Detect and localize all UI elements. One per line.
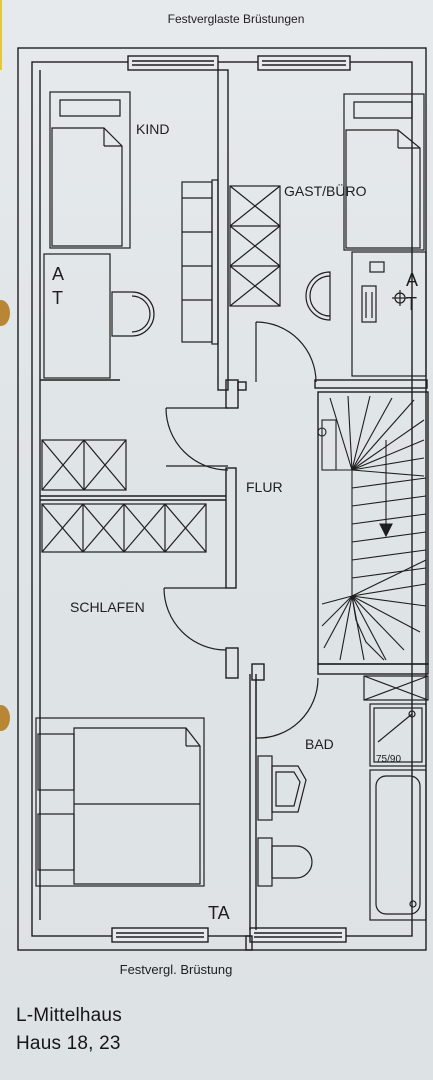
stair-tread <box>351 513 427 525</box>
stair-tread <box>351 399 415 471</box>
staircase <box>317 395 427 661</box>
room-label-bad: BAD <box>305 736 334 752</box>
stair-tread <box>351 595 365 661</box>
stair-newel <box>351 470 385 661</box>
stair-tread <box>351 595 421 633</box>
stair-tread <box>329 397 353 471</box>
stair-tread <box>351 567 427 579</box>
kind-furniture <box>43 91 219 379</box>
stair-tread <box>351 559 427 597</box>
sheet-edge <box>0 0 2 70</box>
marker-kind-t: T <box>52 288 63 308</box>
stair-tread <box>321 595 353 605</box>
punch-hole <box>0 705 10 731</box>
outer-walls <box>17 47 427 951</box>
stair-tread <box>351 469 425 477</box>
stair-tread <box>351 419 425 471</box>
stair-tread <box>351 583 427 597</box>
floor-plan-drawing: Festverglaste Brüstungen KIND GAST/BÜRO … <box>17 12 429 977</box>
stair-tread <box>351 549 427 561</box>
marker-schlafen-ta: TA <box>208 903 230 923</box>
stair-start <box>317 427 327 437</box>
top-note: Festverglaste Brüstungen <box>168 12 305 26</box>
bottom-note: Festvergl. Brüstung <box>120 962 233 977</box>
room-label-schlafen: SCHLAFEN <box>70 599 145 615</box>
stair-tread <box>347 395 353 471</box>
stair-tread <box>339 595 353 661</box>
wall-stubs <box>237 381 265 951</box>
stair-tread <box>351 457 425 471</box>
stair-tread <box>351 477 427 489</box>
stair-tread <box>351 531 427 543</box>
shower-size-label: 75/90 <box>376 754 401 765</box>
room-label-kind: KIND <box>136 121 169 137</box>
room-label-flur: FLUR <box>246 479 283 495</box>
marker-gast-t: T <box>406 294 417 314</box>
stair-tread <box>351 395 371 471</box>
stair-tread <box>351 439 425 471</box>
gast-furniture <box>229 93 427 377</box>
room-label-gast-buero: GAST/BÜRO <box>284 182 367 199</box>
double-bed <box>35 717 205 887</box>
schlafen-wardrobes <box>41 439 207 553</box>
bath-fixtures <box>257 675 429 921</box>
stair-tread <box>351 397 393 471</box>
stair-post <box>321 419 337 471</box>
caption-line-1: L-Mittelhaus <box>16 1005 122 1026</box>
stair-tread <box>351 595 405 651</box>
stair-arrow <box>379 523 393 538</box>
marker-kind-a: A <box>52 264 64 284</box>
caption-line-2: Haus 18, 23 <box>16 1033 121 1054</box>
door-swings <box>163 321 319 739</box>
stair-tread <box>321 595 353 627</box>
marker-gast-a: A <box>406 270 418 290</box>
stair-tread <box>351 495 427 507</box>
punch-hole <box>0 300 10 326</box>
stair-tread <box>323 595 353 649</box>
stair-tread <box>351 595 427 607</box>
stair-tread <box>351 595 387 661</box>
